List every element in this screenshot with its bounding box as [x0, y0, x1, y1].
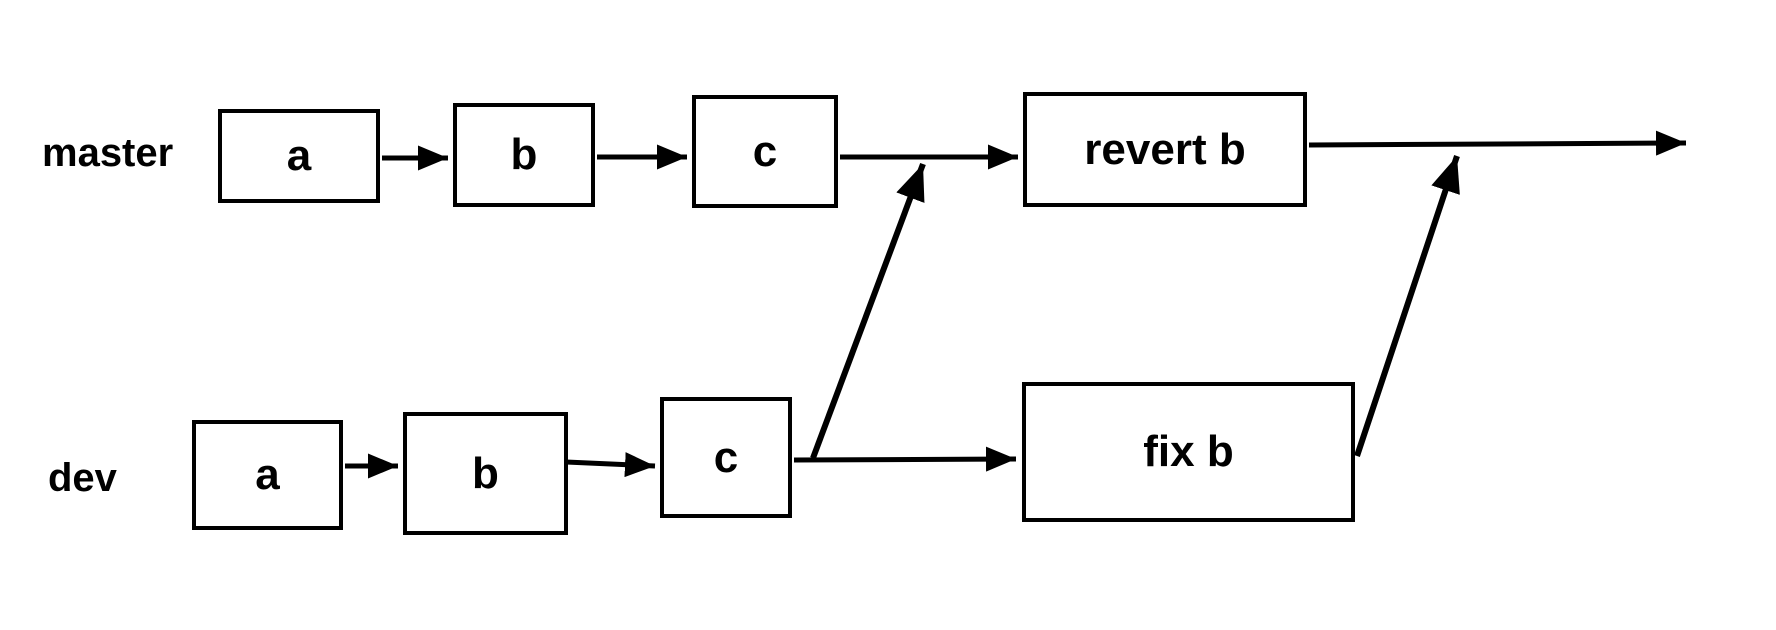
commit-node-master-a: a [218, 109, 380, 203]
commit-node-dev-b: b [403, 412, 568, 535]
commit-node-master-b: b [453, 103, 595, 207]
arrow-merge-dev-c-to-master [810, 162, 926, 460]
commit-node-master-c: c [692, 95, 838, 208]
commit-node-dev-fix-b: fix b [1022, 382, 1355, 522]
branch-label-master: master [42, 131, 174, 175]
commit-label: a [286, 131, 312, 180]
commit-label: fix b [1143, 427, 1234, 476]
commit-label: b [472, 448, 499, 498]
commit-label: revert b [1084, 124, 1246, 174]
commit-node-dev-a: a [192, 420, 343, 530]
arrow-dev-b-to-c [565, 452, 656, 478]
commit-node-dev-c: c [660, 397, 792, 518]
arrow-dev-c-to-fix-b [793, 446, 1017, 472]
commit-label: a [255, 450, 280, 499]
arrow-merge-fix-b-to-master [1354, 155, 1460, 457]
arrow-master-continuation [1308, 130, 1687, 156]
commit-node-master-revert-b: revert b [1023, 92, 1307, 207]
commit-label: b [510, 130, 538, 179]
branch-label-dev: dev [48, 456, 117, 500]
commit-label: c [713, 432, 739, 482]
commit-label: c [752, 126, 778, 176]
